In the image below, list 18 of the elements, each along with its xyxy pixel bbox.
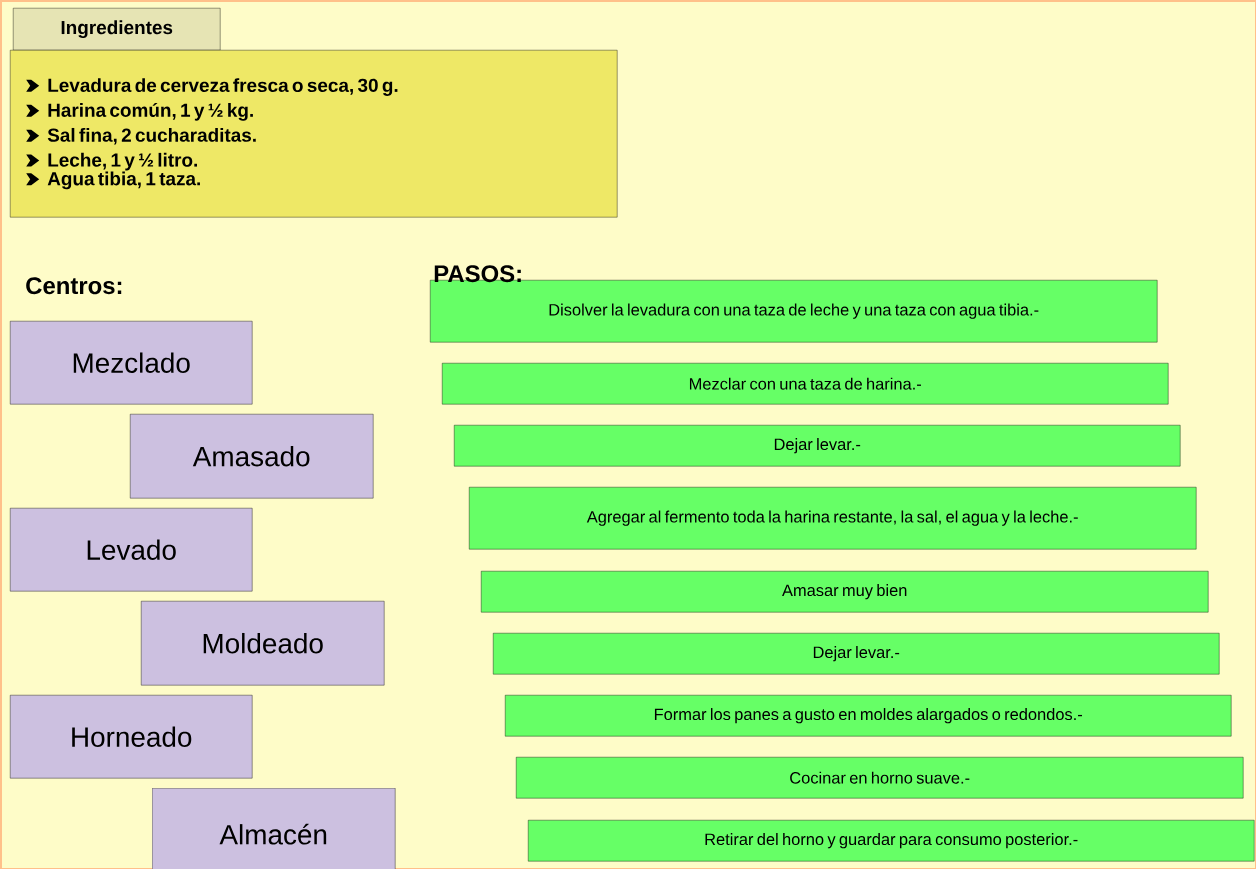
step-box: Retirar del horno y guardar para consumo posterior.-: [528, 820, 1255, 862]
center-box: Horneado: [10, 695, 253, 779]
step-box: Dejar levar.-: [493, 633, 1220, 675]
ingredient-list-box: Levadura de cerveza fresca o seca, 30 g. Harina común, 1 y ½ kg. Sal fina, 2 cucharaditas. Leche, 1 y ½ litro. Agua tibia, 1 taza.: [10, 50, 618, 218]
step-box: Formar los panes a gusto en moldes alargados o redondos.-: [505, 695, 1232, 737]
step-box: Cocinar en horno suave.-: [516, 757, 1244, 799]
center-box: Moldeado: [141, 601, 385, 686]
center-box: Levado: [10, 508, 253, 592]
section-heading: Centros:: [26, 277, 122, 295]
step-box: Amasar muy bien: [481, 571, 1209, 613]
step-box: Mezclar con una taza de harina.-: [442, 363, 1169, 405]
tab: Ingredientes: [13, 8, 221, 51]
center-box: Mezclado: [10, 321, 253, 405]
center-box: Amasado: [130, 414, 374, 499]
step-box: Agregar al fermento toda la harina restante, la sal, el agua y la leche.-: [469, 487, 1197, 550]
center-box: Almacén: [152, 788, 396, 869]
step-box: Dejar levar.-: [454, 425, 1181, 467]
section-heading: PASOS:: [434, 265, 521, 283]
